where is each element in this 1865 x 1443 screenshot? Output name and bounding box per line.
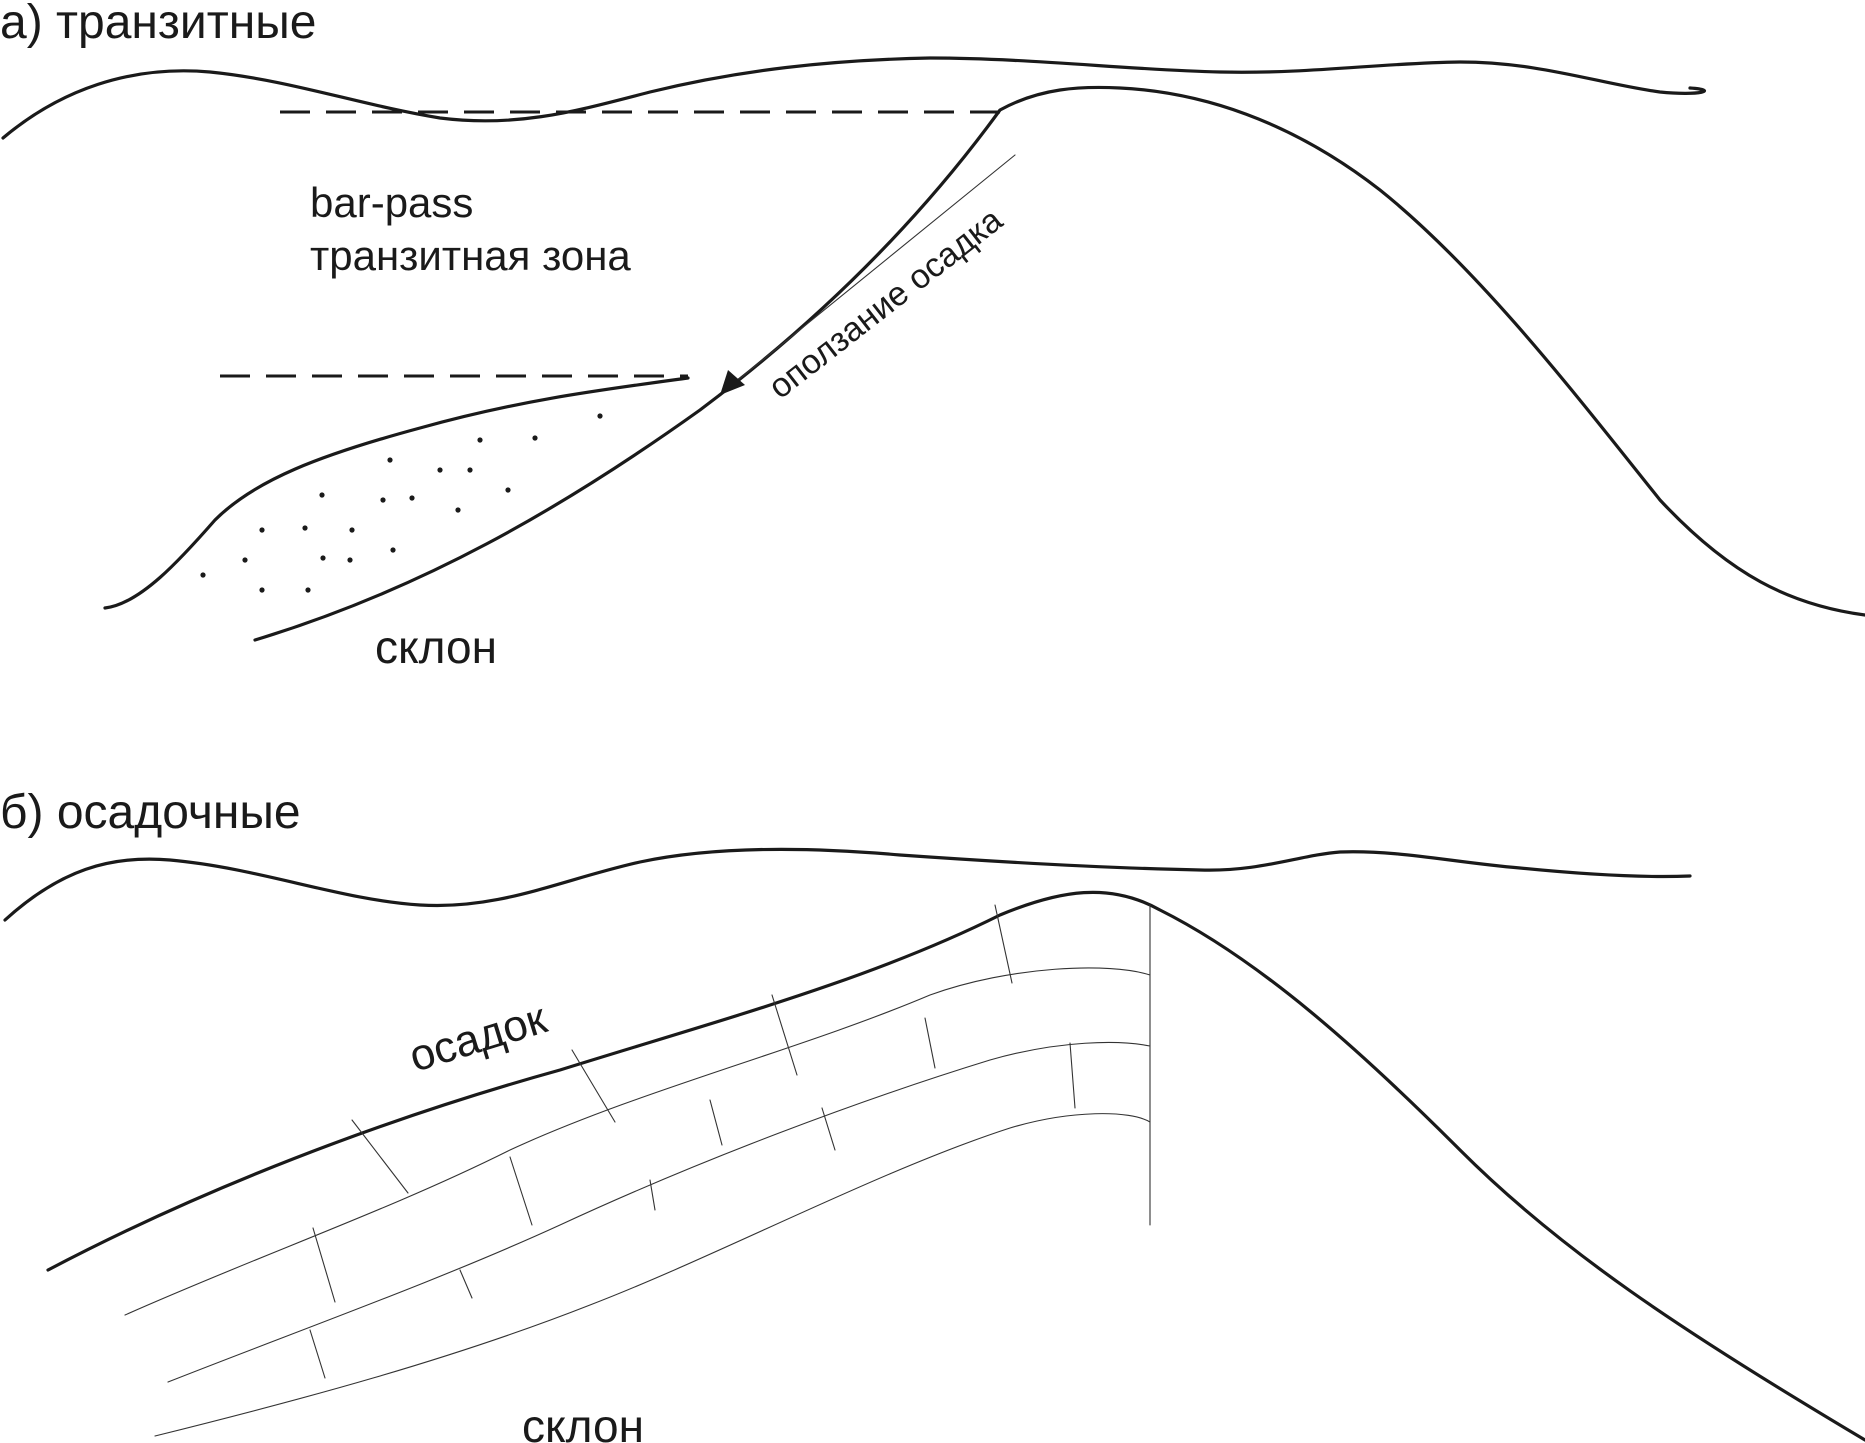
seabed-profile-b: [46, 890, 1865, 1442]
sea-surface-b: [3, 847, 1692, 922]
slump-arrow-label: оползание осадка: [762, 201, 1010, 407]
sediment-label: осадок: [404, 993, 553, 1081]
layer-line-3: [154, 1113, 1151, 1437]
cross-joints: [309, 904, 1076, 1379]
sea-surface-a: [1, 56, 1706, 140]
slope-label-a: склон: [375, 621, 497, 673]
panel-b: б) осадочные осадок склон: [0, 786, 1865, 1443]
slope-label-b: склон: [522, 1400, 644, 1443]
sediment-lobe-a: [103, 376, 690, 610]
zone-label-line1: bar-pass: [310, 179, 473, 226]
layer-line-2: [167, 1041, 1151, 1383]
slump-arrow-line: [737, 154, 1016, 381]
seabed-profile-a: [253, 85, 1865, 642]
panel-b-title: б) осадочные: [0, 786, 301, 839]
panel-a: а) транзитные: [0, 0, 1865, 673]
slump-arrowhead-icon: [720, 370, 745, 395]
panel-a-title: а) транзитные: [0, 0, 316, 49]
zone-label-line2: транзитная зона: [310, 232, 631, 279]
sand-dots: [200, 413, 603, 593]
layer-line-1: [124, 967, 1151, 1316]
